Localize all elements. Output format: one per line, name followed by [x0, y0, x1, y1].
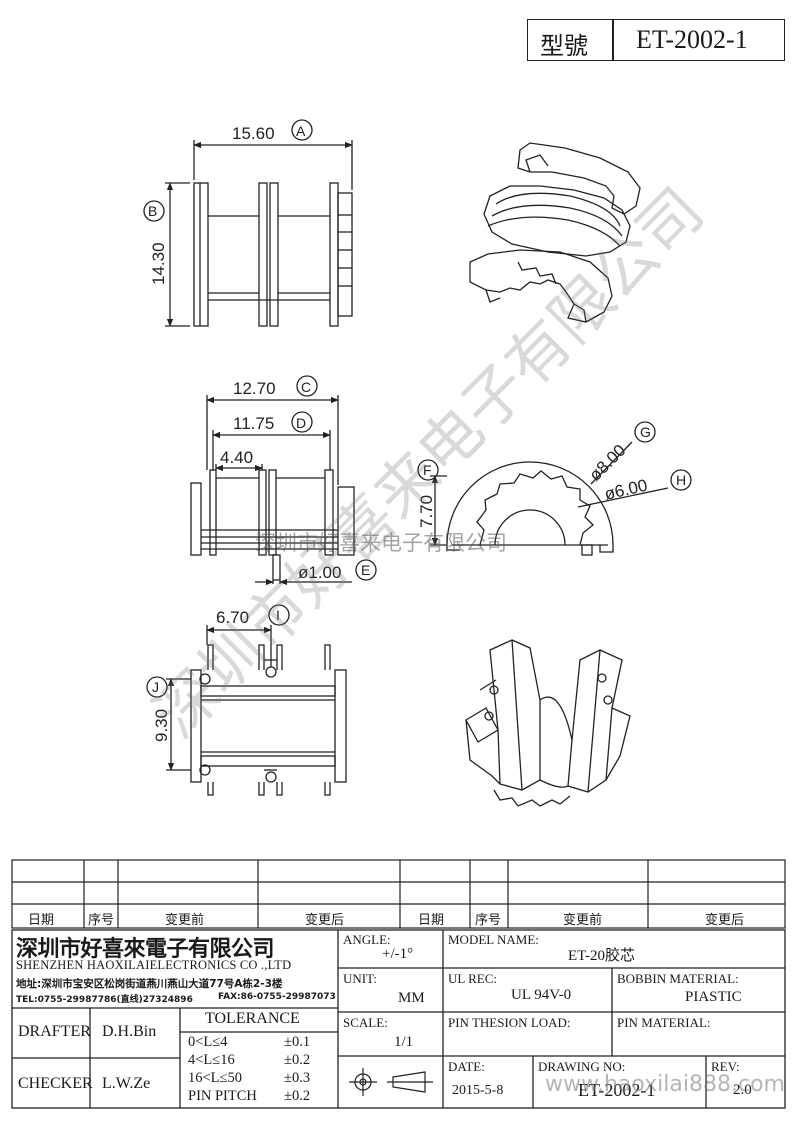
dim-letter-i-circle	[268, 604, 290, 626]
tolerance-title: TOLERANCE	[205, 1010, 300, 1027]
dim-letter-h-circle	[670, 469, 692, 491]
dim-e-letter: E	[361, 562, 370, 578]
rev-header-date-1: 日期	[28, 912, 55, 927]
dim-i-value: 6.70	[216, 608, 249, 627]
iso-view-bottom	[465, 639, 631, 807]
dim-h-letter: H	[676, 472, 686, 488]
side-view	[190, 375, 377, 586]
bobbin-material-label: BOBBIN MATERIAL:	[617, 971, 739, 986]
dim-b-letter: B	[148, 203, 157, 219]
dim-letter-f-circle	[417, 459, 439, 481]
company-address: 地址:深圳市宝安区松岗街道燕川燕山大道77号A栋2-3楼	[16, 978, 283, 990]
dim-g-letter: G	[640, 424, 651, 440]
scale-value: 1/1	[394, 1034, 414, 1050]
dim-d-value: 11.75	[233, 414, 274, 433]
drawing-no-label: DRAWING NO:	[538, 1059, 626, 1074]
scale-label: SCALE:	[343, 1015, 388, 1030]
model-label: 型號	[540, 32, 588, 60]
angle-label: ANGLE:	[343, 932, 391, 947]
dim-letter-j-circle	[146, 676, 168, 698]
bobbin-material-value: PIASTIC	[685, 989, 742, 1005]
dim-letter-d-circle	[291, 411, 313, 433]
company-fax: FAX:86-0755-29987073	[218, 992, 336, 1002]
tolerance-range-3: 16<L≤50	[188, 1070, 242, 1086]
dim-h-value: ø6.00	[603, 476, 650, 504]
projection-symbol-icon	[349, 1068, 433, 1096]
bottom-view	[146, 604, 347, 796]
tolerance-range-1: 0<L≤4	[188, 1034, 228, 1050]
front-view	[143, 119, 353, 327]
dim-j-letter: J	[152, 679, 159, 695]
dim-letter-g-circle	[634, 421, 656, 443]
company-tel: TEL:0755-29987786(直线)27324896	[16, 995, 193, 1005]
dim-f-letter: F	[423, 462, 432, 478]
rev-header-seq-1: 序号	[88, 912, 115, 927]
date-label: DATE:	[448, 1059, 485, 1074]
dim-letter-e-circle	[355, 559, 377, 581]
model-name-label: MODEL NAME:	[448, 932, 539, 947]
drafter-label: DRAFTER	[18, 1023, 91, 1040]
checker-value: L.W.Ze	[102, 1075, 151, 1092]
rev-header-after-1: 变更后	[305, 912, 345, 927]
dim-a-value: 15.60	[232, 124, 275, 143]
tolerance-value-1: ±0.1	[284, 1034, 311, 1050]
dim-letter-b-circle	[143, 200, 165, 222]
angle-value: +/-1°	[382, 946, 414, 962]
end-view	[417, 421, 692, 556]
rev-value: 2.0	[733, 1082, 752, 1098]
dim-letter-a-circle	[291, 119, 313, 141]
title-block-grid	[11, 929, 786, 1109]
drafter-value: D.H.Bin	[102, 1023, 157, 1040]
ul-rec-label: UL REC:	[448, 971, 497, 986]
rev-header-before-1: 变更前	[165, 912, 205, 927]
pin-load-label: PIN THESION LOAD:	[448, 1015, 571, 1030]
tolerance-value-3: ±0.3	[284, 1070, 311, 1086]
dim-a-letter: A	[296, 123, 306, 139]
rev-header-before-2: 变更前	[563, 912, 603, 927]
tolerance-range-2: 4<L≤16	[188, 1052, 235, 1068]
drawing-no-value: ET-2002-1	[578, 1080, 656, 1100]
pin-material-label: PIN MATERIAL:	[617, 1015, 711, 1030]
dim-c-letter: C	[301, 379, 311, 395]
dim-letter-c-circle	[296, 375, 318, 397]
revision-table	[11, 859, 786, 929]
dim-i-letter: I	[276, 607, 280, 623]
dim-j-value: 9.30	[152, 709, 171, 742]
rev-header-after-2: 变更后	[705, 912, 745, 927]
dim-g-value: ø8.00	[585, 441, 629, 485]
ul-rec-value: UL 94V-0	[511, 987, 572, 1003]
rev-label: REV:	[711, 1059, 740, 1074]
company-name-en: SHENZHEN HAOXILAIELECTRONICS CO .,LTD	[16, 958, 292, 972]
dim-d-letter: D	[296, 415, 306, 431]
company-name-cn: 深圳市好喜來電子有限公司	[16, 936, 275, 962]
iso-view-top	[469, 142, 641, 323]
unit-value: MM	[398, 990, 425, 1006]
checker-label: CHECKER	[18, 1075, 93, 1092]
model-name-value: ET-20胶芯	[568, 948, 635, 964]
date-value: 2015-5-8	[452, 1083, 504, 1098]
model-number: ET-2002-1	[636, 25, 748, 54]
dim-e-value: ø1.00	[298, 563, 341, 582]
tolerance-value-2: ±0.2	[284, 1052, 311, 1068]
rev-header-seq-2: 序号	[475, 912, 502, 927]
model-title-block: 型號 ET-2002-1	[527, 19, 785, 61]
tolerance-range-4: PIN PITCH	[188, 1088, 257, 1104]
rev-header-date-2: 日期	[418, 912, 445, 927]
technical-drawing: 15.60 A 14.30 B 12.70 C 11.75 D 4.40 ø1.…	[143, 119, 692, 807]
dim-f-value: 7.70	[417, 495, 436, 528]
dim-plain-value: 4.40	[220, 448, 253, 467]
unit-label: UNIT:	[343, 971, 378, 986]
tolerance-value-4: ±0.2	[284, 1088, 311, 1104]
dim-b-value: 14.30	[149, 242, 168, 285]
dim-c-value: 12.70	[233, 379, 276, 398]
